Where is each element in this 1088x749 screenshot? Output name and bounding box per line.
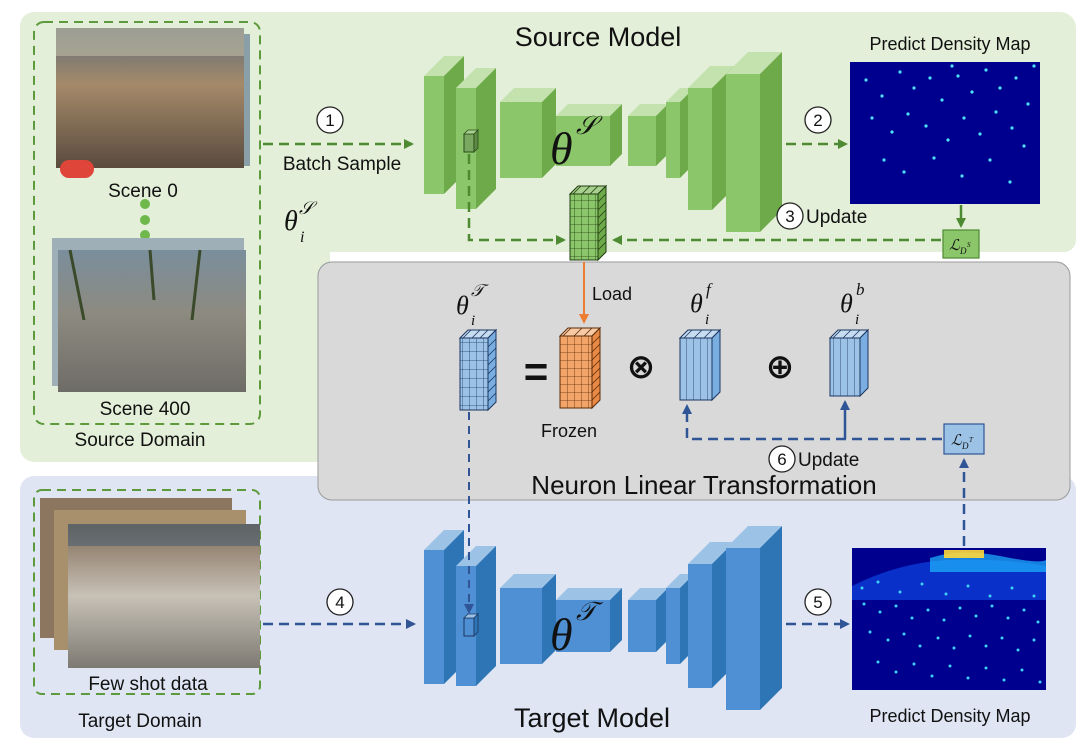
arrow-cube-to-tensor	[467, 154, 566, 245]
step-5-badge: 5	[804, 588, 832, 616]
source-domain-dashed-box	[33, 21, 261, 425]
svg-text:θ: θ	[550, 609, 573, 660]
source-neuron-tensor	[568, 184, 608, 262]
target-domain-label: Target Domain	[78, 711, 202, 732]
svg-text:θ: θ	[550, 123, 573, 174]
svg-text:b: b	[856, 280, 865, 299]
target-model-network	[424, 526, 782, 710]
source-bottleneck-block	[556, 104, 622, 166]
target-encoder-block-3	[500, 574, 556, 664]
scene-400-label: Scene 400	[100, 399, 191, 420]
target-output-label: Predict Density Map	[869, 706, 1030, 726]
scene-ellipsis-dots	[140, 199, 150, 240]
target-neuron-small-cube	[463, 613, 479, 637]
step-6-badge: 6	[768, 445, 796, 473]
svg-text:2: 2	[813, 111, 822, 130]
source-output-label: Predict Density Map	[869, 34, 1030, 54]
theta-b-tensor	[828, 328, 870, 398]
step-4-badge: 4	[326, 588, 354, 616]
step-2-badge: 2	[804, 106, 832, 134]
theta-b-symbol: θ i b	[840, 280, 865, 328]
scene-400-image	[52, 238, 246, 392]
step-1-label: Batch Sample	[283, 154, 401, 175]
step-3-badge: 3	[776, 202, 804, 230]
svg-text:3: 3	[785, 207, 794, 226]
equals-sign: =	[524, 348, 549, 395]
svg-text:D: D	[959, 246, 967, 256]
svg-text:θ: θ	[840, 289, 853, 318]
target-density-points	[852, 550, 1046, 684]
source-loss-box: ℒ D S	[942, 229, 980, 259]
svg-text:θ: θ	[284, 206, 298, 237]
scene-0-image	[56, 28, 250, 178]
theta-target-tensor	[458, 328, 498, 412]
source-density-map	[850, 62, 1040, 204]
scene-0-label: Scene 0	[108, 181, 178, 202]
arrow-step-6	[682, 404, 942, 441]
svg-text:D: D	[961, 441, 969, 451]
svg-text:ℒ: ℒ	[949, 238, 961, 254]
step-3-label: Update	[806, 207, 867, 228]
svg-text:θ: θ	[456, 291, 469, 320]
source-decoder-block-2	[666, 88, 694, 178]
source-model-network	[424, 52, 782, 232]
add-sign: ⊕	[766, 348, 795, 386]
source-decoder-block-1	[628, 104, 668, 166]
svg-text:i: i	[300, 229, 304, 246]
svg-text:i: i	[855, 312, 859, 328]
svg-text:f: f	[706, 280, 713, 299]
svg-text:S: S	[967, 241, 971, 249]
frozen-tensor	[558, 326, 602, 410]
target-decoder-block-4	[726, 526, 782, 710]
target-decoder-block-1	[628, 588, 668, 652]
load-label: Load	[592, 284, 632, 304]
source-decoder-block-4	[726, 52, 782, 232]
frozen-label: Frozen	[541, 421, 597, 441]
svg-text:i: i	[705, 312, 709, 328]
theta-f-symbol: θ i f	[690, 280, 713, 328]
step-1-badge: 1	[316, 106, 344, 134]
svg-text:ℒ: ℒ	[951, 433, 963, 449]
svg-text:4: 4	[335, 593, 344, 612]
step-6-label: Update	[798, 450, 859, 471]
source-model-title: Source Model	[515, 22, 682, 52]
source-encoder-block-3	[500, 88, 556, 178]
source-domain-label: Source Domain	[75, 430, 206, 451]
target-loss-box: ℒ D T	[943, 423, 985, 455]
theta-f-tensor	[678, 328, 722, 402]
few-shot-label: Few shot data	[88, 674, 208, 695]
target-model-title: Target Model	[514, 703, 670, 733]
svg-text:T: T	[969, 436, 974, 444]
svg-text:i: i	[471, 313, 475, 329]
source-density-points	[864, 64, 1036, 184]
svg-text:θ: θ	[690, 289, 703, 318]
nlt-title: Neuron Linear Transformation	[531, 470, 876, 500]
svg-text:1: 1	[325, 111, 334, 130]
svg-text:6: 6	[777, 450, 786, 469]
few-shot-images	[40, 498, 260, 668]
source-neuron-small-cube	[463, 129, 479, 153]
target-bottleneck-block	[556, 588, 622, 652]
svg-text:5: 5	[813, 593, 822, 612]
multiply-sign: ⊗	[627, 348, 656, 386]
